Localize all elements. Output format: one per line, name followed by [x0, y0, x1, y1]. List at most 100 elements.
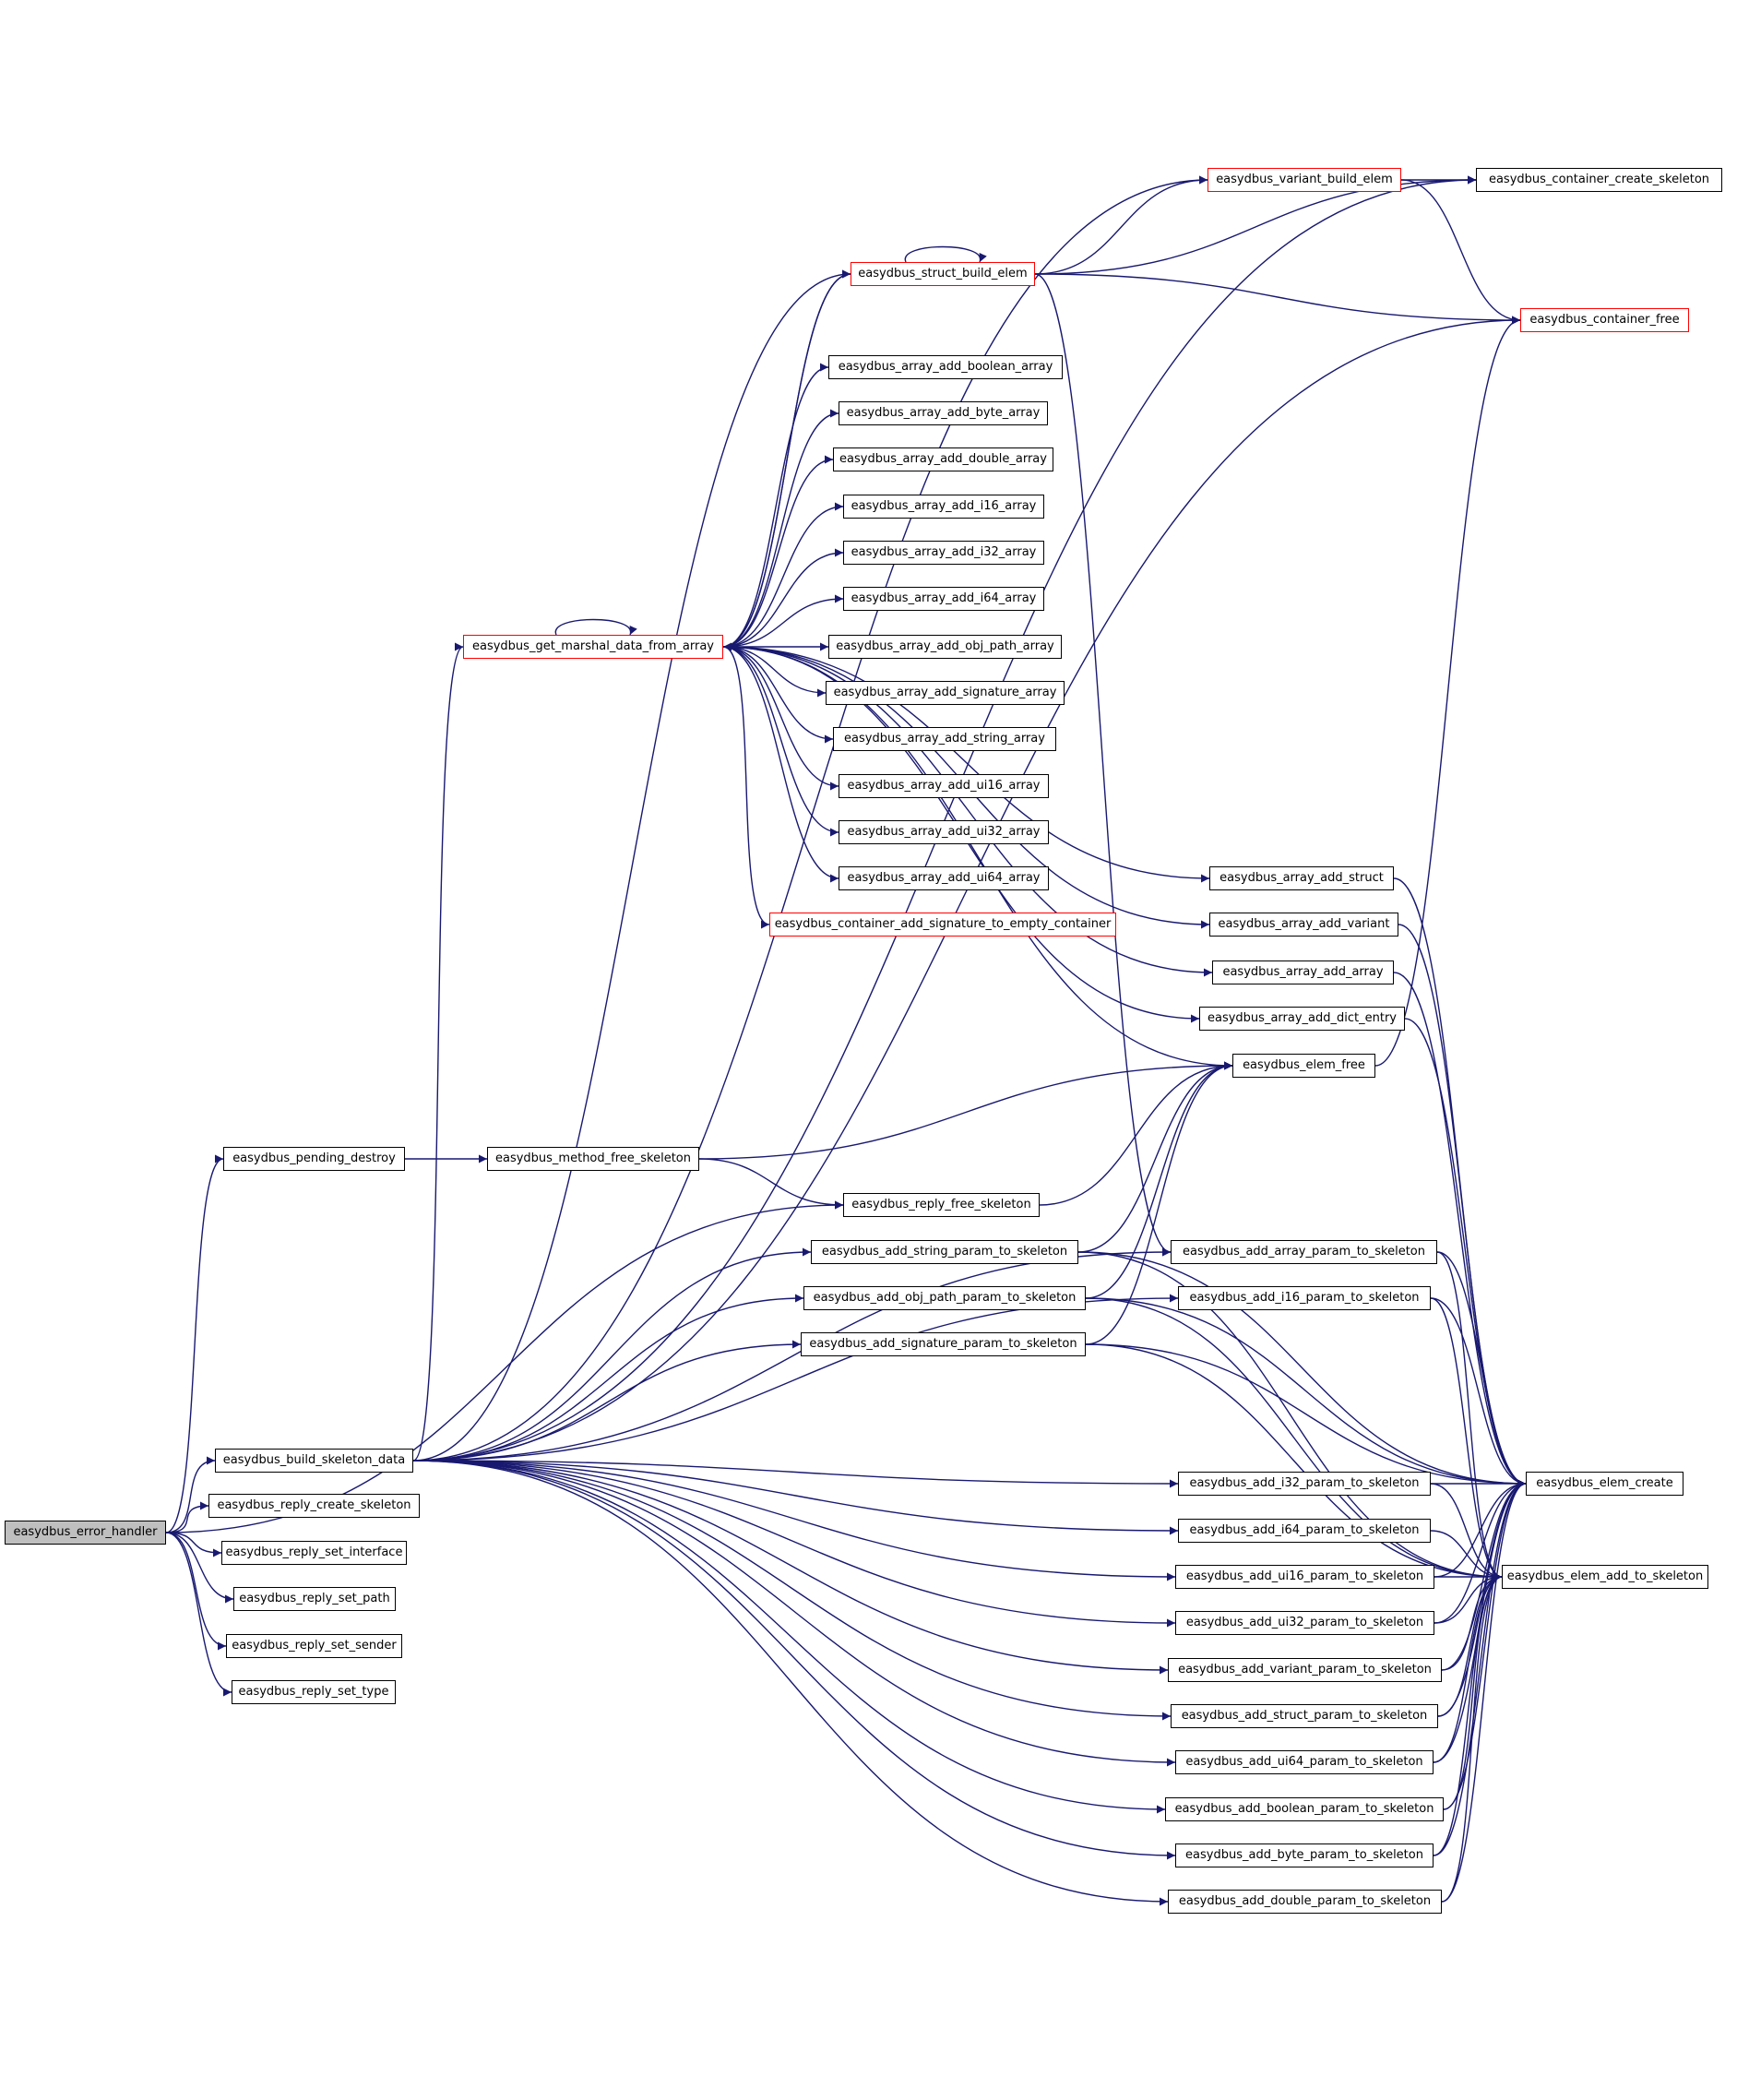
edge-build-skeleton-data-to-add-i64-param: [412, 1460, 1179, 1535]
node-add-i32-param[interactable]: easydbus_add_i32_param_to_skeleton: [1178, 1472, 1431, 1496]
node-add-byte-param[interactable]: easydbus_add_byte_param_to_skeleton: [1175, 1843, 1434, 1867]
edge-build-skeleton-data-to-add-signature-param: [412, 1340, 802, 1462]
node-add-variant-param[interactable]: easydbus_add_variant_param_to_skeleton: [1168, 1658, 1442, 1682]
edge-reply-free-skeleton-to-elem-free: [1039, 1061, 1233, 1206]
node-elem-create[interactable]: easydbus_elem_create: [1526, 1472, 1683, 1496]
edge-add-signature-param-to-elem-free: [1085, 1061, 1233, 1345]
edge-add-struct-param-to-elem-add-to-skeleton: [1437, 1572, 1503, 1717]
node-array-add-i16-array[interactable]: easydbus_array_add_i16_array: [843, 495, 1044, 519]
node-array-add-i64-array[interactable]: easydbus_array_add_i64_array: [843, 587, 1044, 611]
node-array-add-array[interactable]: easydbus_array_add_array: [1212, 961, 1394, 984]
edge-build-skeleton-data-to-add-double-param: [412, 1460, 1169, 1906]
edge-get-marshal-to-array-add-i16-array: [722, 502, 844, 648]
edge-get-marshal-to-array-add-boolean-array: [722, 363, 829, 648]
edge-build-skeleton-data-to-struct-build-elem: [412, 269, 851, 1462]
node-add-double-param[interactable]: easydbus_add_double_param_to_skeleton: [1168, 1890, 1442, 1914]
node-array-add-ui64-array[interactable]: easydbus_array_add_ui64_array: [839, 866, 1049, 890]
edge-error-handler-to-build-skeleton-data: [165, 1456, 216, 1533]
node-array-add-variant[interactable]: easydbus_array_add_variant: [1209, 913, 1398, 937]
edge-method-free-skeleton-to-elem-free: [698, 1061, 1233, 1160]
node-add-i16-param[interactable]: easydbus_add_i16_param_to_skeleton: [1178, 1286, 1431, 1310]
edge-add-ui64-param-to-elem-add-to-skeleton: [1433, 1572, 1503, 1763]
node-reply-set-type[interactable]: easydbus_reply_set_type: [232, 1680, 396, 1704]
node-build-skeleton-data[interactable]: easydbus_build_skeleton_data: [215, 1449, 413, 1473]
edge-error-handler-to-pending-destroy: [165, 1154, 224, 1533]
edge-get-marshal-to-array-add-signature-array: [722, 646, 827, 698]
edge-add-i64-param-to-elem-add-to-skeleton: [1430, 1530, 1503, 1581]
edge-struct-build-elem-to-get-marshal: [722, 273, 851, 651]
node-array-add-boolean-array[interactable]: easydbus_array_add_boolean_array: [828, 355, 1063, 379]
edge-struct-build-elem-to-variant-build-elem: [1034, 175, 1208, 275]
edge-add-ui32-param-to-elem-add-to-skeleton: [1434, 1572, 1503, 1624]
node-container-add-signature[interactable]: easydbus_container_add_signature_to_empt…: [769, 913, 1116, 937]
edge-get-marshal-to-array-add-i64-array: [722, 594, 844, 648]
edge-get-marshal-to-array-add-struct: [722, 646, 1210, 883]
edge-get-marshal-to-get-marshal: [554, 618, 637, 636]
node-add-string-param[interactable]: easydbus_add_string_param_to_skeleton: [811, 1240, 1078, 1264]
edge-get-marshal-to-array-add-ui64-array: [722, 646, 839, 883]
node-array-add-struct[interactable]: easydbus_array_add_struct: [1209, 866, 1394, 890]
node-add-array-param[interactable]: easydbus_add_array_param_to_skeleton: [1171, 1240, 1437, 1264]
edge-array-add-variant-to-elem-create: [1398, 924, 1527, 1488]
node-array-add-obj-path-array[interactable]: easydbus_array_add_obj_path_array: [828, 635, 1062, 659]
node-error-handler: easydbus_error_handler: [5, 1521, 166, 1545]
node-get-marshal[interactable]: easydbus_get_marshal_data_from_array: [463, 635, 723, 659]
edge-error-handler-to-reply-create-skeleton: [165, 1501, 209, 1533]
node-add-ui16-param[interactable]: easydbus_add_ui16_param_to_skeleton: [1175, 1565, 1434, 1589]
node-add-ui64-param[interactable]: easydbus_add_ui64_param_to_skeleton: [1175, 1750, 1434, 1774]
edge-add-obj-path-param-to-elem-free: [1085, 1061, 1233, 1299]
edge-build-skeleton-data-to-add-i32-param: [412, 1460, 1179, 1488]
node-reply-create-skeleton[interactable]: easydbus_reply_create_skeleton: [208, 1494, 420, 1518]
node-reply-set-path[interactable]: easydbus_reply_set_path: [233, 1587, 396, 1611]
edge-add-ui32-param-to-elem-create: [1434, 1479, 1527, 1624]
node-array-add-double-array[interactable]: easydbus_array_add_double_array: [833, 447, 1053, 471]
node-array-add-ui32-array[interactable]: easydbus_array_add_ui32_array: [839, 820, 1049, 844]
edge-add-signature-param-to-elem-add-to-skeleton: [1085, 1343, 1503, 1581]
edge-add-i16-param-to-elem-create: [1430, 1297, 1527, 1488]
node-array-add-string-array[interactable]: easydbus_array_add_string_array: [833, 727, 1056, 751]
node-reply-free-skeleton[interactable]: easydbus_reply_free_skeleton: [843, 1193, 1040, 1217]
node-add-signature-param[interactable]: easydbus_add_signature_param_to_skeleton: [801, 1332, 1086, 1356]
node-add-boolean-param[interactable]: easydbus_add_boolean_param_to_skeleton: [1165, 1797, 1444, 1821]
edge-struct-build-elem-to-container-create-skeleton: [1034, 175, 1477, 275]
node-method-free-skeleton[interactable]: easydbus_method_free_skeleton: [487, 1147, 699, 1171]
edge-add-variant-param-to-elem-add-to-skeleton: [1441, 1572, 1503, 1671]
edge-build-skeleton-data-to-container-free: [412, 316, 1521, 1462]
node-struct-build-elem[interactable]: easydbus_struct_build_elem: [851, 262, 1035, 286]
node-elem-free[interactable]: easydbus_elem_free: [1232, 1054, 1375, 1078]
edge-error-handler-to-reply-set-type: [165, 1532, 232, 1697]
edge-build-skeleton-data-to-add-struct-param: [412, 1460, 1172, 1721]
edge-get-marshal-to-elem-free: [722, 646, 1233, 1070]
edge-add-double-param-to-elem-create: [1441, 1479, 1527, 1903]
node-add-struct-param[interactable]: easydbus_add_struct_param_to_skeleton: [1171, 1704, 1438, 1728]
edge-build-skeleton-data-to-variant-build-elem: [412, 175, 1208, 1462]
node-array-add-signature-array[interactable]: easydbus_array_add_signature_array: [826, 681, 1065, 705]
node-add-ui32-param[interactable]: easydbus_add_ui32_param_to_skeleton: [1175, 1611, 1434, 1635]
node-add-obj-path-param[interactable]: easydbus_add_obj_path_param_to_skeleton: [803, 1286, 1086, 1310]
edge-build-skeleton-data-to-add-ui16-param: [412, 1460, 1176, 1581]
edge-variant-build-elem-to-container-free: [1400, 179, 1521, 325]
node-container-free[interactable]: easydbus_container_free: [1520, 308, 1689, 332]
edge-add-string-param-to-elem-free: [1077, 1061, 1233, 1253]
edge-add-obj-path-param-to-elem-create: [1085, 1297, 1527, 1488]
node-array-add-i32-array[interactable]: easydbus_array_add_i32_array: [843, 541, 1044, 565]
node-reply-set-sender[interactable]: easydbus_reply_set_sender: [226, 1634, 402, 1658]
node-container-create-skeleton[interactable]: easydbus_container_create_skeleton: [1476, 168, 1722, 192]
edge-get-marshal-to-array-add-double-array: [722, 455, 834, 648]
edge-add-string-param-to-elem-add-to-skeleton: [1077, 1251, 1503, 1581]
edge-elem-free-to-container-free: [1374, 316, 1521, 1067]
node-array-add-ui16-array[interactable]: easydbus_array_add_ui16_array: [839, 774, 1049, 798]
edge-error-handler-to-reply-set-sender: [165, 1532, 227, 1651]
edge-struct-build-elem-to-container-free: [1034, 273, 1521, 325]
edge-get-marshal-to-array-add-ui16-array: [722, 646, 839, 791]
node-array-add-byte-array[interactable]: easydbus_array_add_byte_array: [839, 401, 1048, 425]
edge-build-skeleton-data-to-add-variant-param: [412, 1460, 1169, 1675]
node-elem-add-to-skeleton[interactable]: easydbus_elem_add_to_skeleton: [1502, 1565, 1708, 1589]
node-pending-destroy[interactable]: easydbus_pending_destroy: [223, 1147, 405, 1171]
node-variant-build-elem[interactable]: easydbus_variant_build_elem: [1208, 168, 1401, 192]
node-add-i64-param[interactable]: easydbus_add_i64_param_to_skeleton: [1178, 1519, 1431, 1543]
edge-build-skeleton-data-to-add-ui64-param: [412, 1460, 1176, 1767]
node-array-add-dict-entry[interactable]: easydbus_array_add_dict_entry: [1199, 1007, 1405, 1031]
edge-method-free-skeleton-to-reply-free-skeleton: [698, 1158, 844, 1210]
node-reply-set-interface[interactable]: easydbus_reply_set_interface: [221, 1541, 407, 1565]
